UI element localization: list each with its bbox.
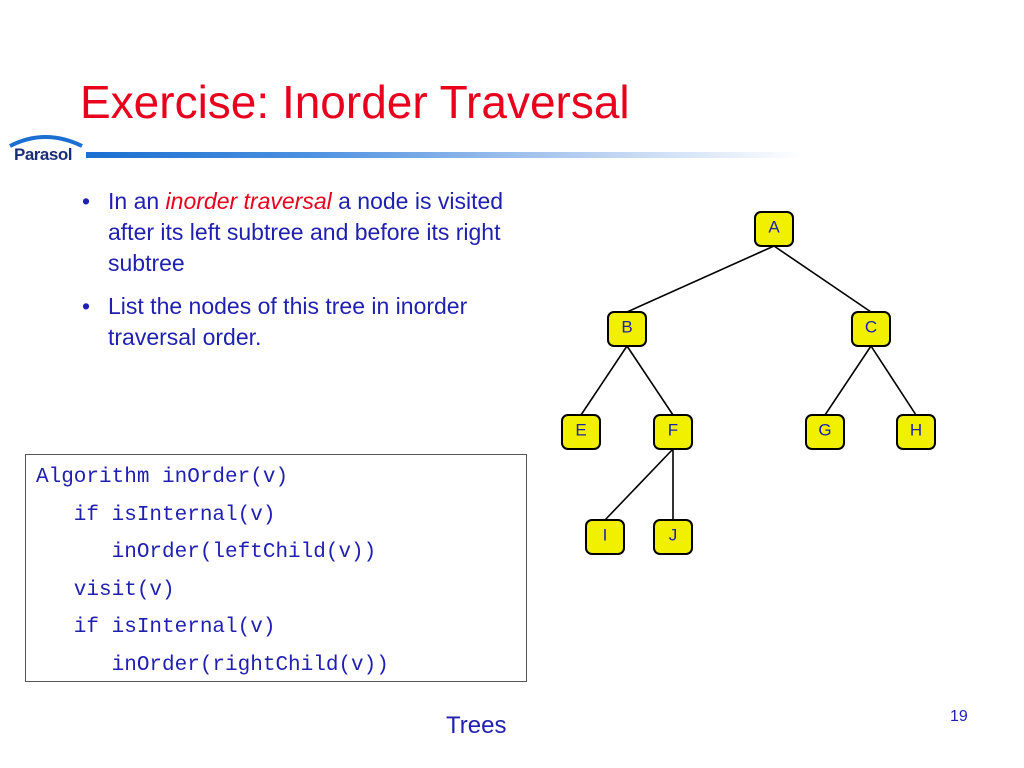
- page-number: 19: [950, 708, 968, 725]
- tree-edge-c-h: [870, 345, 917, 416]
- algorithm-code-box: Algorithm inOrder(v) if isInternal(v) in…: [25, 454, 527, 682]
- tree-node-label: A: [768, 218, 780, 237]
- slide-title: Exercise: Inorder Traversal: [80, 76, 630, 128]
- bullet-item: • In an inorder traversal a node is visi…: [80, 186, 520, 279]
- tree-node-box: [896, 414, 936, 450]
- tree-node-box: [561, 414, 601, 450]
- tree-edge-f-i: [604, 448, 674, 521]
- tree-node-label: B: [621, 318, 632, 337]
- title-rule: [86, 152, 802, 158]
- tree-node-box: [754, 211, 794, 247]
- tree-node-label: G: [818, 421, 831, 440]
- code-line: if isInternal(v): [36, 503, 276, 527]
- tree-edge-a-c: [773, 245, 872, 313]
- bullet-item: • List the nodes of this tree in inorder…: [80, 291, 520, 353]
- tree-node-label: H: [910, 421, 922, 440]
- tree-node-box: [653, 414, 693, 450]
- tree-node-label: J: [669, 526, 678, 545]
- tree-node-label: I: [603, 526, 608, 545]
- parasol-arc-icon: [9, 135, 83, 148]
- bullet-emphasis: inorder traversal: [165, 188, 332, 214]
- tree-node-a: A: [754, 211, 794, 247]
- tree-node-e: E: [561, 414, 601, 450]
- bullet-text: List the nodes of this tree in inorder t…: [108, 293, 468, 350]
- tree-node-i: I: [585, 519, 625, 555]
- tree-node-box: [653, 519, 693, 555]
- tree-node-box: [585, 519, 625, 555]
- code-line: if isInternal(v): [36, 616, 276, 640]
- tree-node-box: [851, 311, 891, 347]
- tree-node-label: F: [668, 421, 678, 440]
- tree-edge-b-f: [626, 345, 674, 416]
- bullet-list: • In an inorder traversal a node is visi…: [80, 186, 520, 365]
- parasol-logo: Parasol: [4, 130, 86, 176]
- tree-node-b: B: [607, 311, 647, 347]
- code-line: Algorithm inOrder(v): [36, 466, 289, 489]
- bullet-dot-icon: •: [82, 293, 91, 319]
- code-line: inOrder(rightChild(v)): [36, 653, 389, 677]
- tree-node-label: C: [865, 318, 877, 337]
- tree-node-label: E: [575, 421, 586, 440]
- tree-node-f: F: [653, 414, 693, 450]
- binary-tree-diagram: A B C E F G H I J: [561, 211, 936, 555]
- tree-node-g: G: [805, 414, 845, 450]
- bullet-text-prefix: In an: [108, 188, 166, 214]
- tree-node-j: J: [653, 519, 693, 555]
- tree-node-c: C: [851, 311, 891, 347]
- tree-edge-c-g: [824, 345, 872, 416]
- code-line: visit(v): [36, 578, 175, 602]
- tree-node-box: [607, 311, 647, 347]
- tree-edge-b-e: [580, 345, 628, 416]
- bullet-dot-icon: •: [82, 188, 91, 214]
- tree-node-h: H: [896, 414, 936, 450]
- footer-text: Trees: [446, 712, 507, 739]
- bullet-text-suffix: a node is visited after its left subtree…: [108, 188, 504, 276]
- logo-text: Parasol: [14, 145, 72, 164]
- tree-edge-a-b: [626, 245, 775, 313]
- code-line: inOrder(leftChild(v)): [36, 541, 377, 565]
- tree-node-box: [805, 414, 845, 450]
